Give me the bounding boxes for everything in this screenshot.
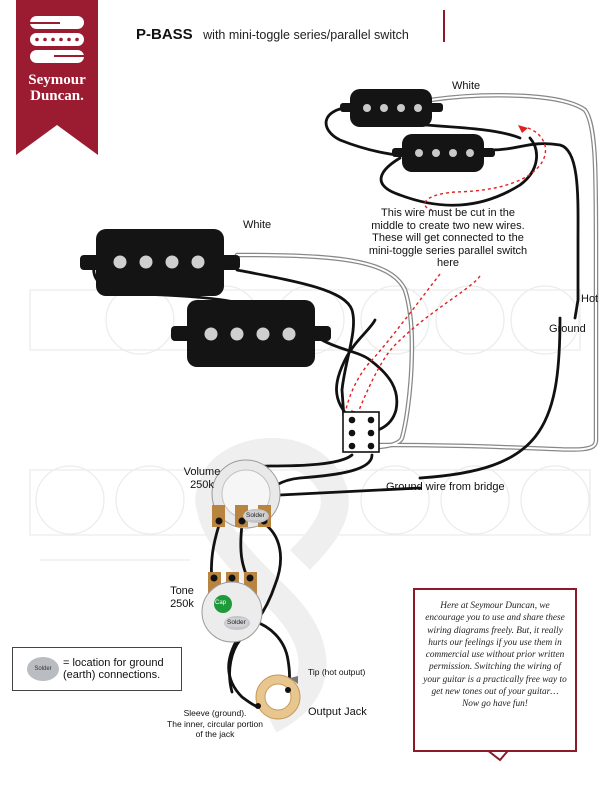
mini-toggle-switch <box>342 411 380 453</box>
note-line2: middle to create two new wires. <box>371 219 525 232</box>
pickup-right-upper-coil <box>340 89 443 127</box>
white-wire-label-top: White <box>452 80 481 92</box>
ground-label: Ground <box>549 323 586 335</box>
volume-label-value: 250k <box>190 479 214 491</box>
tone-label-name: Tone <box>170 585 194 597</box>
cut-wire-note: This wire must be cut in the middle to c… <box>363 207 533 270</box>
brand-name-line1: Seymour <box>28 72 86 88</box>
white-wire-label-left: White <box>243 219 272 231</box>
legend-text-line1: = location for ground <box>63 657 164 669</box>
pickup-left-lower-coil <box>171 300 331 367</box>
note-line5: here <box>436 257 460 269</box>
logo-ribbon <box>16 0 98 155</box>
volume-label-name: Volume <box>183 466 221 478</box>
capacitor-label: Cap <box>215 600 227 606</box>
tone-pot <box>201 572 263 643</box>
page-title: P-BASS with mini-toggle series/parallel … <box>136 26 409 44</box>
title-subtitle: with mini-toggle series/parallel switch <box>203 28 409 42</box>
tip-label: Tip (hot output) <box>308 667 366 677</box>
usage-notice-text: Here at Seymour Duncan, we encourage you… <box>423 601 567 710</box>
note-line1: This wire must be cut in the <box>381 207 515 219</box>
tone-solder-tag: Solder <box>225 618 248 627</box>
output-jack-label: Output Jack <box>308 706 367 718</box>
usage-notice-box: Here at Seymour Duncan, we encourage you… <box>413 588 577 752</box>
volume-solder-tag: Solder <box>244 511 267 520</box>
tone-label: Tone 250k <box>162 585 202 611</box>
solder-legend: Solder = location for ground (earth) con… <box>12 647 182 691</box>
pickup-right-lower-coil <box>392 134 495 172</box>
ground-bridge-label: Ground wire from bridge <box>386 481 505 493</box>
note-line4: mini-toggle series parallel switch <box>368 244 528 257</box>
title-main: P-BASS <box>136 26 193 43</box>
legend-text-line2: (earth) connections. <box>63 669 161 681</box>
seymour-duncan-s-logo-icon <box>30 16 84 63</box>
tone-label-value: 250k <box>170 598 194 610</box>
solder-blob-icon: Solder <box>27 657 59 681</box>
hot-label: Hot <box>581 293 599 305</box>
sleeve-label: Sleeve (ground). The inner, circular por… <box>156 708 274 740</box>
title-divider <box>443 10 445 42</box>
volume-label: Volume 250k <box>178 466 226 492</box>
sleeve-line3: of the jack <box>195 729 235 739</box>
annotation-arrows <box>344 127 547 421</box>
pickup-left-upper-coil <box>80 229 240 296</box>
sleeve-line2: The inner, circular portion <box>167 718 263 729</box>
brand-name-line2: Duncan. <box>30 88 84 104</box>
sleeve-line1: Sleeve (ground). <box>183 708 247 718</box>
legend-text: = location for ground (earth) connection… <box>63 657 164 681</box>
note-line3: These will get connected to the <box>372 232 524 244</box>
output-jack <box>255 674 301 720</box>
